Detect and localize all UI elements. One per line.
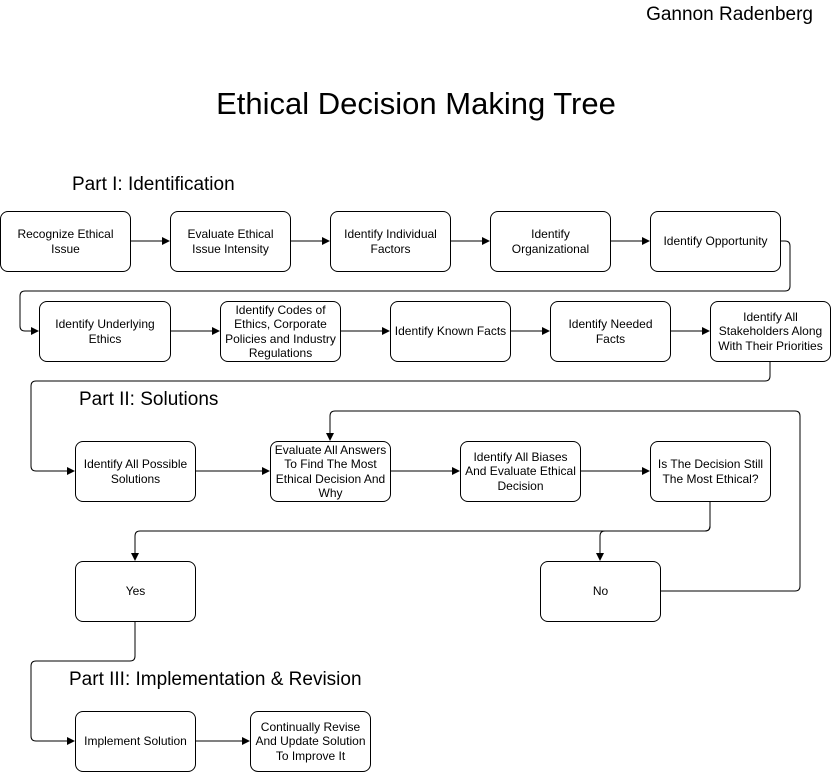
node-identify-codes-of-ethics: Identify Codes of Ethics, Corporate Poli… [220,301,341,362]
node-identify-organizational: Identify Organizational [490,211,611,272]
node-implement-solution: Implement Solution [75,711,196,772]
arrow-stakeholders-to-possible [30,361,771,475]
node-evaluate-issue-intensity: Evaluate Ethical Issue Intensity [170,211,291,272]
arrow-no-loop-back [326,410,801,592]
node-identify-known-facts: Identify Known Facts [390,301,511,362]
node-identify-underlying-ethics: Identify Underlying Ethics [39,301,171,362]
node-identify-possible-solutions: Identify All Possible Solutions [75,441,196,502]
node-identify-stakeholders: Identify All Stakeholders Along With The… [710,301,831,362]
node-yes: Yes [75,561,196,622]
arrow-yes-to-implement [30,621,136,745]
node-evaluate-all-answers: Evaluate All Answers To Find The Most Et… [270,441,391,502]
section-part3-heading: Part III: Implementation & Revision [69,669,362,690]
node-identify-individual-factors: Identify Individual Factors [330,211,451,272]
page-title: Ethical Decision Making Tree [216,86,616,121]
node-continually-revise: Continually Revise And Update Solution T… [250,711,371,772]
arrow-still-to-no [596,501,711,561]
author-name: Gannon Radenberg [646,4,813,25]
section-part1-heading: Part I: Identification [72,174,235,195]
node-identify-opportunity: Identify Opportunity [650,211,781,272]
arrow-opportunity-to-underlying [19,240,791,335]
node-identify-biases: Identify All Biases And Evaluate Ethical… [460,441,581,502]
node-decision-still-ethical: Is The Decision Still The Most Ethical? [650,441,771,502]
section-part2-heading: Part II: Solutions [79,389,219,410]
node-no: No [540,561,661,622]
node-recognize-ethical-issue: Recognize Ethical Issue [0,211,131,272]
node-identify-needed-facts: Identify Needed Facts [550,301,671,362]
